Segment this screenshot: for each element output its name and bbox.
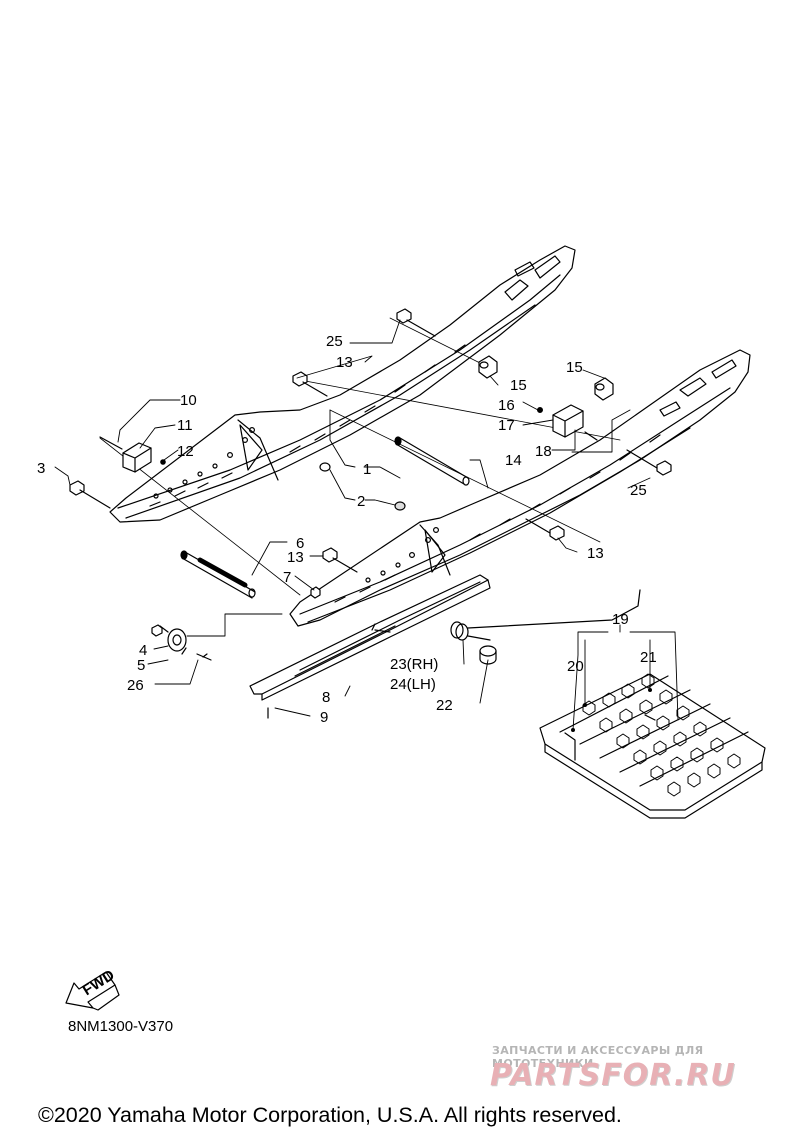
diagram-code: 8NM1300-V370 <box>68 1018 174 1035</box>
callout-15b: 15 <box>566 359 583 376</box>
bolt-13a <box>292 371 328 397</box>
callout-20: 20 <box>567 658 584 675</box>
callout-14: 14 <box>505 452 522 469</box>
left-rail <box>109 245 576 523</box>
fwd-arrow-icon: FWD <box>65 967 120 1011</box>
callout-6: 6 <box>296 535 304 552</box>
bushing-15a <box>478 355 498 379</box>
callout-24: 24(LH) <box>390 676 436 693</box>
callout-26: 26 <box>127 677 144 694</box>
copyright-notice: ©2020 Yamaha Motor Corporation, U.S.A. A… <box>38 1103 622 1127</box>
callout-4: 4 <box>139 642 147 659</box>
callout-17: 17 <box>498 417 515 434</box>
callout-3: 3 <box>37 460 45 477</box>
bolt-25b <box>626 449 672 476</box>
callout-18: 18 <box>535 443 552 460</box>
callout-16: 16 <box>498 397 515 414</box>
bolt-25a <box>396 308 436 337</box>
callout-1: 1 <box>363 461 371 478</box>
callout-10: 10 <box>180 392 197 409</box>
leader-bullets <box>571 688 652 732</box>
block-11 <box>99 436 166 473</box>
idler-wheel <box>151 624 212 661</box>
callout-2: 2 <box>357 493 365 510</box>
block-17 <box>536 404 598 441</box>
track-section <box>539 673 766 819</box>
callout-23: 23(RH) <box>390 656 438 673</box>
callout-15a: 15 <box>510 377 527 394</box>
washer-2b <box>394 501 406 511</box>
pin-22 <box>479 645 497 665</box>
bolt-13b <box>322 547 358 573</box>
right-rail <box>289 349 751 627</box>
bolt-13c <box>525 518 565 541</box>
callout-25a: 25 <box>326 333 343 350</box>
callout-25b: 25 <box>630 482 647 499</box>
watermark-tagline: ЗАПЧАСТИ И АКСЕССУАРЫ ДЛЯ МОТОТЕХНИКИ <box>492 1044 704 1070</box>
watermark-logo: PARTSFOR.RU <box>490 1058 736 1093</box>
callout-13b: 13 <box>287 549 304 566</box>
cross-shaft-14 <box>329 409 601 543</box>
callout-11: 11 <box>177 417 193 434</box>
callout-8: 8 <box>322 689 330 706</box>
callout-22: 22 <box>436 697 453 714</box>
bushing-15b <box>594 377 614 401</box>
callout-5: 5 <box>137 657 145 674</box>
callout-13c: 13 <box>587 545 604 562</box>
callouts: 1 2 3 4 5 6 7 8 9 10 11 12 13 13 13 14 1… <box>37 333 657 726</box>
leader-lines <box>54 319 679 731</box>
bolt-3 <box>69 480 111 509</box>
slider-rail-8 <box>249 574 491 719</box>
callout-21: 21 <box>640 649 657 666</box>
callout-7: 7 <box>283 569 291 586</box>
callout-9: 9 <box>320 709 328 726</box>
callout-12: 12 <box>177 443 194 460</box>
torsion-spring <box>450 589 641 641</box>
washer-2a <box>319 462 331 472</box>
callout-19: 19 <box>612 611 629 628</box>
callout-13a: 13 <box>336 354 353 371</box>
